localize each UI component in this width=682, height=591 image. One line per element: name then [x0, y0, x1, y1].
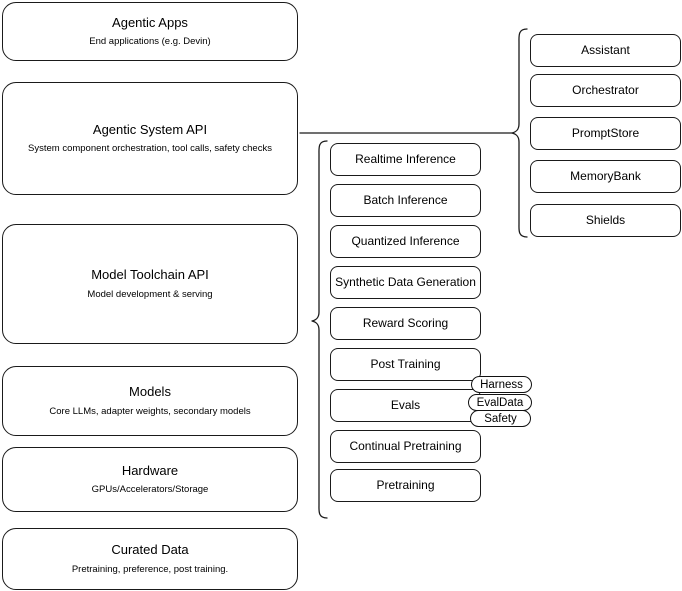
- component-memorybank[interactable]: MemoryBank: [530, 160, 681, 193]
- capability-continual-pretraining[interactable]: Continual Pretraining: [330, 430, 481, 463]
- capability-batch-inference[interactable]: Batch Inference: [330, 184, 481, 217]
- capability-label: Synthetic Data Generation: [335, 275, 476, 289]
- component-label: Orchestrator: [572, 83, 639, 97]
- layer-subtitle: End applications (e.g. Devin): [89, 36, 211, 48]
- component-label: Shields: [585, 213, 626, 227]
- capability-label: Post Training: [370, 357, 441, 371]
- component-orchestrator[interactable]: Orchestrator: [530, 74, 681, 107]
- capability-label: Realtime Inference: [355, 152, 456, 166]
- layer-title: Agentic Apps: [112, 14, 188, 30]
- component-label: Assistant: [581, 43, 630, 57]
- layer-subtitle: Pretraining, preference, post training.: [71, 563, 229, 575]
- component-label: MemoryBank: [570, 169, 641, 183]
- component-promptstore[interactable]: PromptStore: [530, 117, 681, 150]
- layer-subtitle: Model development & serving: [87, 288, 213, 300]
- layer-title: Agentic System API: [92, 121, 208, 137]
- capability-reward-scoring[interactable]: Reward Scoring: [330, 307, 481, 340]
- stack-layer-models[interactable]: Models Core LLMs, adapter weights, secon…: [2, 366, 298, 436]
- component-assistant[interactable]: Assistant: [530, 34, 681, 67]
- capability-label: Reward Scoring: [362, 316, 449, 330]
- layer-title: Models: [129, 384, 171, 400]
- layer-subtitle: GPUs/Accelerators/Storage: [91, 484, 209, 496]
- badge-label: Safety: [484, 412, 517, 425]
- capability-label: Quantized Inference: [351, 234, 460, 248]
- layer-subtitle: Core LLMs, adapter weights, secondary mo…: [49, 405, 251, 417]
- stack-layer-curated-data[interactable]: Curated Data Pretraining, preference, po…: [2, 528, 298, 590]
- evals-badge-safety[interactable]: Safety: [470, 410, 531, 427]
- stack-layer-agentic-system-api[interactable]: Agentic System API System component orch…: [2, 82, 298, 195]
- capability-evals[interactable]: Evals: [330, 389, 481, 422]
- component-shields[interactable]: Shields: [530, 204, 681, 237]
- badge-label: Harness: [480, 378, 523, 391]
- evals-badge-evaldata[interactable]: EvalData: [468, 394, 532, 411]
- capability-quantized-inference[interactable]: Quantized Inference: [330, 225, 481, 258]
- capability-label: Pretraining: [376, 478, 435, 492]
- capability-realtime-inference[interactable]: Realtime Inference: [330, 143, 481, 176]
- brace-toolchain-capabilities: [311, 140, 328, 519]
- evals-badge-harness[interactable]: Harness: [471, 376, 532, 393]
- stack-layer-agentic-apps[interactable]: Agentic Apps End applications (e.g. Devi…: [2, 2, 298, 61]
- component-label: PromptStore: [571, 126, 640, 140]
- badge-label: EvalData: [476, 396, 524, 409]
- capability-pretraining[interactable]: Pretraining: [330, 469, 481, 502]
- capability-label: Evals: [390, 398, 421, 412]
- capability-synthetic-data-generation[interactable]: Synthetic Data Generation: [330, 266, 481, 299]
- capability-label: Continual Pretraining: [349, 439, 462, 453]
- layer-title: Model Toolchain API: [91, 267, 209, 283]
- layer-title: Hardware: [121, 462, 179, 478]
- layer-subtitle: System component orchestration, tool cal…: [28, 143, 272, 155]
- layer-title: Curated Data: [111, 542, 189, 558]
- stack-layer-model-toolchain-api[interactable]: Model Toolchain API Model development & …: [2, 224, 298, 344]
- capability-label: Batch Inference: [363, 193, 448, 207]
- capability-post-training[interactable]: Post Training: [330, 348, 481, 381]
- brace-agentic-components: [511, 28, 528, 238]
- stack-layer-hardware[interactable]: Hardware GPUs/Accelerators/Storage: [2, 447, 298, 512]
